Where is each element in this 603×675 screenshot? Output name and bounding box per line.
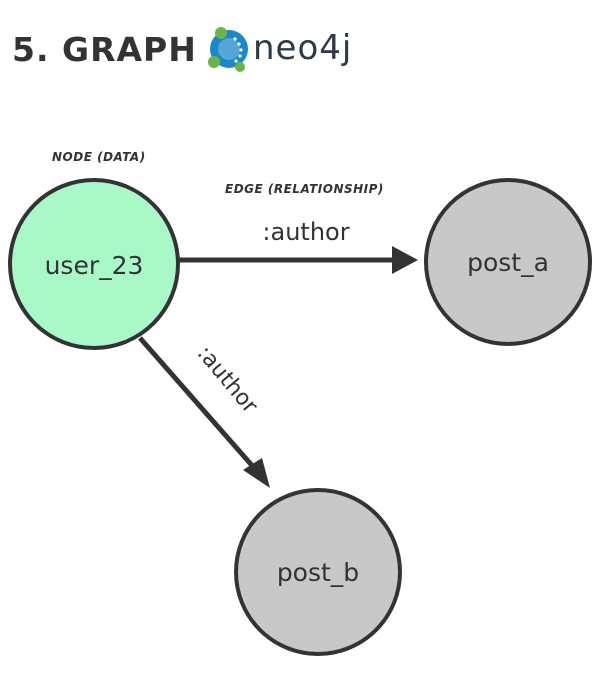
node-post-b[interactable]: post_b <box>234 488 402 656</box>
node-label: post_b <box>277 558 359 587</box>
logo-text: neo4j <box>253 28 353 68</box>
edge-user23-post-b: :author <box>138 336 270 488</box>
node-label: user_23 <box>45 251 144 280</box>
neo4j-logo-icon <box>208 27 248 72</box>
node-annotation: NODE (DATA) <box>52 150 146 164</box>
page-title: 5. GRAPH <box>12 30 197 69</box>
edge-label-post-a: :author <box>262 218 349 246</box>
node-user-23[interactable]: user_23 <box>8 178 180 350</box>
edge-user23-post-a: :author <box>178 218 418 274</box>
node-label: post_a <box>467 248 549 277</box>
node-post-a[interactable]: post_a <box>424 178 592 346</box>
edge-annotation: EDGE (RELATIONSHIP) <box>225 182 384 196</box>
